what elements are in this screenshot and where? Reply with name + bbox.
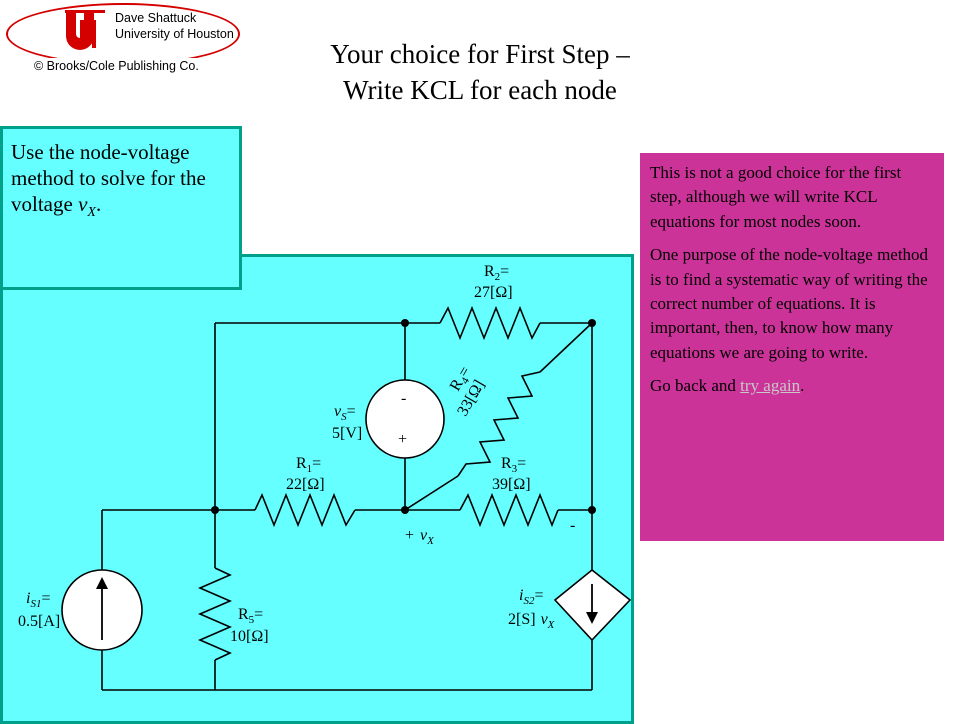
feedback-paragraph-3: Go back and try again. (650, 374, 934, 398)
uh-logo: Dave Shattuck University of Houston © Br… (4, 2, 254, 76)
title-line-1: Your choice for First Step – (330, 39, 630, 69)
is2-value: 2[S]vX (508, 611, 556, 631)
circuit-diagram: - + R2= 27[Ω] R4= 33[Ω] vS= 5[V] R1= 22[… (18, 263, 632, 691)
r5-value: 10[Ω] (230, 628, 269, 645)
r1-value: 22[Ω] (286, 476, 325, 493)
vs-label: vS= (334, 403, 356, 423)
feedback-paragraph-1: This is not a good choice for the first … (650, 163, 902, 231)
problem-statement: Use the node-voltage method to solve for… (0, 126, 242, 290)
vx-label: +vX (405, 527, 435, 547)
try-again-link[interactable]: try again (740, 376, 801, 396)
slide-title: Your choice for First Step – Write KCL f… (240, 36, 720, 108)
problem-var: v (78, 192, 88, 216)
vx-minus: - (570, 517, 575, 534)
is1-value: 0.5[A] (18, 613, 60, 630)
problem-var-sub: X (87, 205, 96, 221)
node-dot (588, 319, 596, 327)
r3-label: R3= (501, 455, 526, 475)
feedback-tail: . (800, 376, 805, 396)
circuit-wires (101, 305, 593, 691)
r5-label: R5= (238, 606, 263, 626)
problem-text: Use the node-voltage method to solve for… (11, 140, 206, 216)
logo-author: Dave Shattuck (115, 11, 197, 25)
problem-tail: . (95, 192, 102, 216)
logo-text: Dave Shattuck University of Houston (115, 10, 234, 42)
vs-value: 5[V] (332, 425, 362, 442)
feedback-panel: This is not a good choice for the first … (640, 153, 944, 541)
logo-university: University of Houston (115, 27, 234, 41)
r2-value: 27[Ω] (474, 284, 513, 301)
vs-plus-label: + (398, 431, 407, 448)
vs-minus-label: - (401, 390, 406, 407)
r4-label-group: R4= 33[Ω] (447, 364, 488, 419)
uh-monogram-icon (65, 10, 105, 50)
r2-label: R2= (484, 263, 509, 283)
feedback-paragraph-2: One purpose of the node-voltage method i… (650, 245, 929, 362)
node-dot (401, 319, 409, 327)
r3-value: 39[Ω] (492, 476, 531, 493)
is2-label: iS2= (519, 587, 543, 607)
title-line-2: Write KCL for each node (343, 75, 617, 105)
current-source-is1 (61, 569, 143, 651)
circuit-nodes (211, 319, 596, 514)
node-dot (401, 506, 409, 514)
vx-plus: + (405, 527, 414, 544)
logo-copyright: © Brooks/Cole Publishing Co. (30, 58, 203, 74)
voltage-source-vs: - + (365, 379, 445, 459)
dependent-source-is2 (553, 568, 632, 642)
node-dot (211, 506, 219, 514)
feedback-go-back: Go back and (650, 376, 741, 396)
is1-label: iS1= (26, 590, 50, 610)
node-dot (588, 506, 596, 514)
r1-label: R1= (296, 455, 321, 475)
